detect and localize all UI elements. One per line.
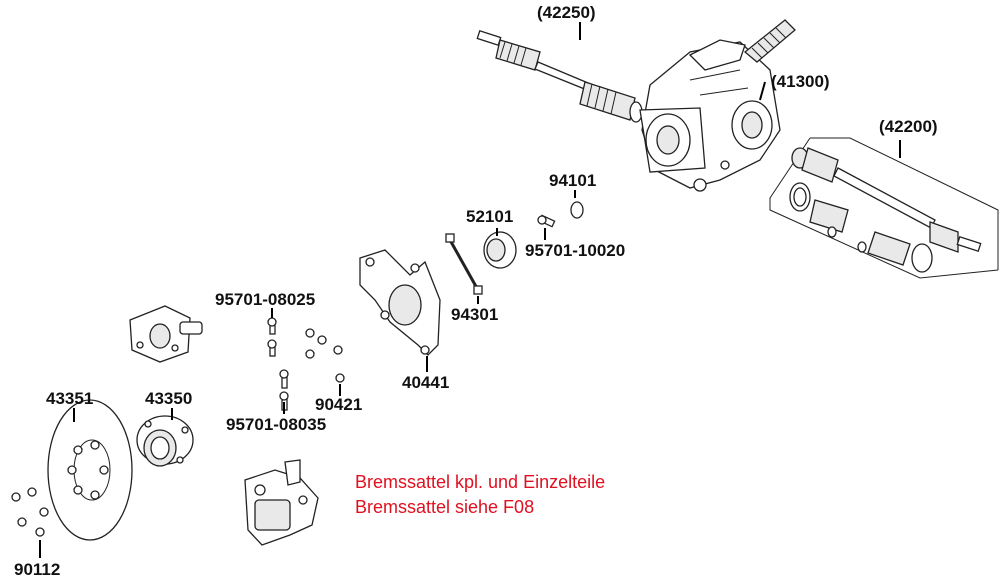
label-94101: 94101 xyxy=(549,171,597,190)
differential-housing-41300 xyxy=(639,39,781,192)
brake-caliper xyxy=(244,459,319,546)
bolts-90112 xyxy=(11,487,49,537)
bolt-95701-10020 xyxy=(537,214,556,228)
label-40441: 40441 xyxy=(402,373,450,392)
caliper-note-line2: Bremssattel siehe F08 xyxy=(355,497,535,517)
label-43350: 43350 xyxy=(145,389,193,408)
nuts-90421 xyxy=(305,328,345,383)
bracket-40441 xyxy=(359,249,441,356)
label-41300: (41300) xyxy=(771,72,830,91)
bolts-95701-08025 xyxy=(267,317,277,357)
label-42250: (42250) xyxy=(537,3,596,22)
label-42200: (42200) xyxy=(879,117,938,136)
hub-43350 xyxy=(136,415,194,467)
label-90112: 90112 xyxy=(14,560,61,579)
label-95701-10020: 95701-10020 xyxy=(525,241,626,260)
bearing-52101 xyxy=(483,231,517,269)
label-90421: 90421 xyxy=(315,395,363,414)
label-95701-08025: 95701-08025 xyxy=(215,290,316,309)
label-94301: 94301 xyxy=(451,305,499,324)
label-52101: 52101 xyxy=(466,207,514,226)
brake-disc-43351 xyxy=(47,399,133,541)
caliper-note-line1: Bremssattel kpl. und Einzelteile xyxy=(355,472,606,492)
hub-carrier xyxy=(129,305,203,363)
bellow-boot xyxy=(743,19,796,63)
drive-shaft-42200 xyxy=(769,137,999,279)
label-95701-08035: 95701-08035 xyxy=(226,415,327,434)
drive-shaft-42250 xyxy=(476,29,643,123)
label-43351: 43351 xyxy=(46,389,94,408)
washer-94101 xyxy=(570,201,584,219)
rod-94301 xyxy=(445,233,483,295)
